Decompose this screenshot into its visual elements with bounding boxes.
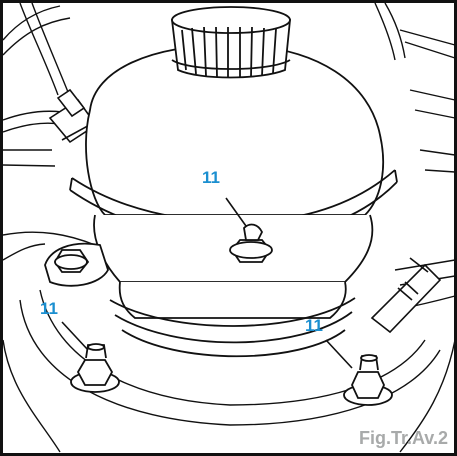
callout-right: 11 bbox=[305, 316, 323, 335]
figure-label: Fig.Tr.Av.2 bbox=[359, 428, 448, 448]
callout-left: 11 bbox=[40, 299, 58, 318]
reservoir-tank bbox=[69, 44, 398, 358]
bolt-top bbox=[229, 223, 273, 263]
bolt-bracket-left bbox=[44, 242, 109, 287]
callout-top: 11 bbox=[202, 168, 220, 187]
bolt-left bbox=[70, 343, 120, 393]
bolt-right bbox=[343, 354, 393, 406]
side-hose bbox=[370, 257, 442, 334]
leader-lines bbox=[61, 197, 353, 369]
filler-cap bbox=[170, 6, 291, 79]
